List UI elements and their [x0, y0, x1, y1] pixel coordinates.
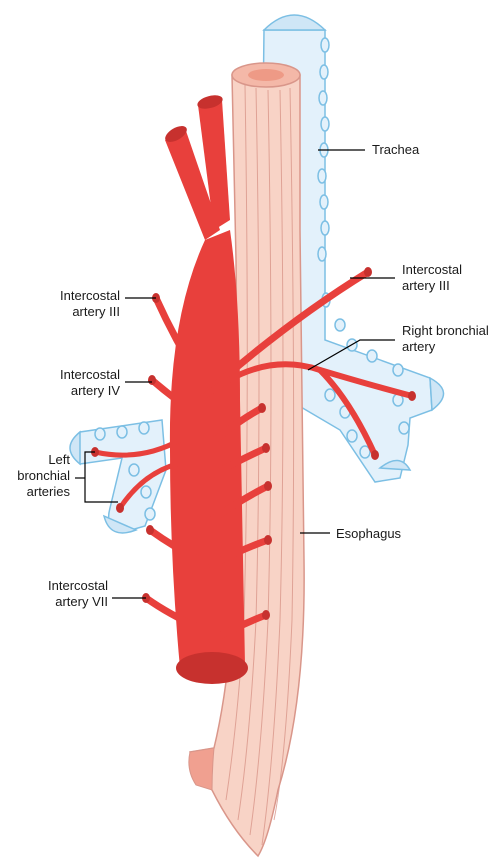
label-left-bronchial: Left bronchial arteries [17, 452, 70, 499]
label-intercostal-vii: Intercostal artery VII [48, 578, 108, 609]
left-intercostal-vii [142, 594, 204, 632]
left-bronchial-artery-upper [92, 437, 183, 458]
left-bronchial-artery-lower [117, 459, 188, 511]
label-esophagus: Esophagus [336, 526, 402, 541]
arteries [91, 267, 416, 644]
right-intercostal-iii [206, 268, 372, 394]
label-intercostal-iii-right: Intercostal artery III [402, 262, 462, 293]
left-intercostal-iii [152, 294, 204, 384]
label-trachea: Trachea [372, 142, 420, 157]
esophagus [188, 62, 305, 858]
label-right-bronchial: Right bronchial artery [402, 323, 489, 354]
leader-lines [75, 149, 395, 599]
label-intercostal-iv: Intercostal artery IV [60, 367, 120, 398]
label-intercostal-iii-left: Intercostal artery III [60, 288, 120, 319]
left-intercostal-iv [148, 376, 209, 424]
